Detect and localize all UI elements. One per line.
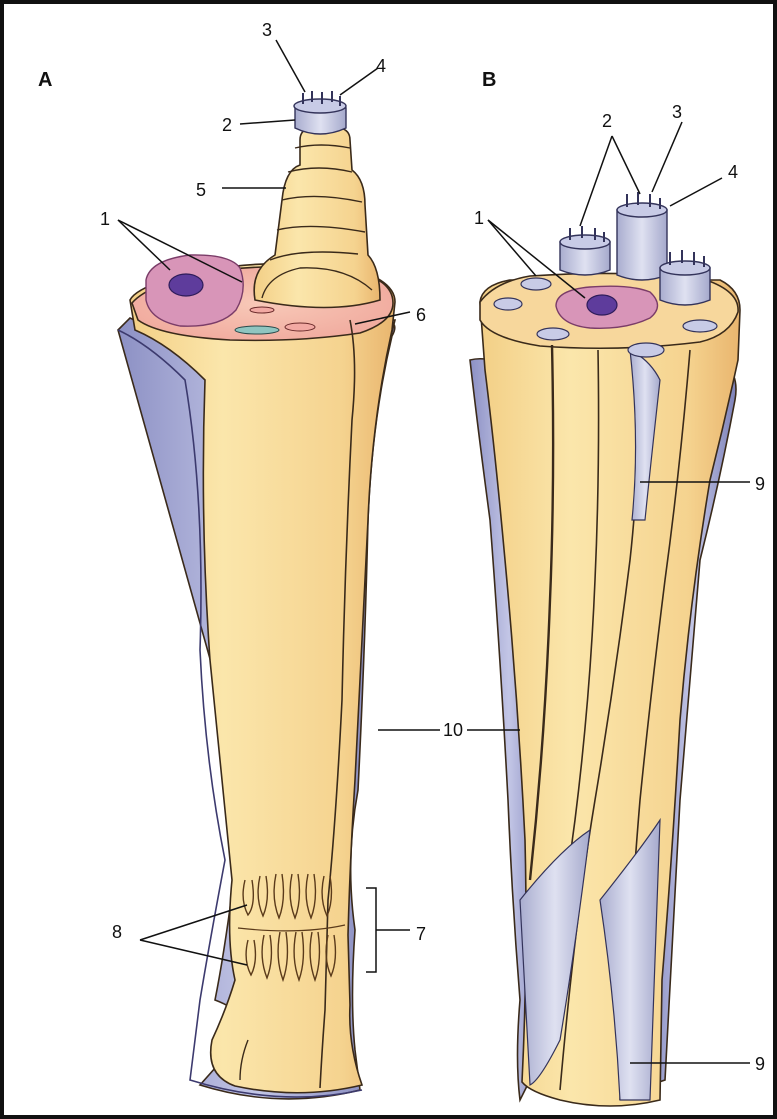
label-a-2: 2: [222, 115, 232, 135]
organelle-a-1: [235, 326, 279, 334]
nucleolus-b: [587, 295, 617, 315]
label-a-10: 10: [443, 720, 463, 740]
axon-a: [294, 91, 346, 134]
label-a-3: 3: [262, 20, 272, 40]
label-a-6: 6: [416, 305, 426, 325]
label-a-1: 1: [100, 209, 110, 229]
label-a-4: 4: [376, 56, 386, 76]
panel-label-a: A: [38, 69, 52, 91]
myelin-spiral: [254, 128, 380, 308]
label-b-3: 3: [672, 102, 682, 122]
label-b-1: 1: [474, 208, 484, 228]
label-b-4: 4: [728, 162, 738, 182]
panel-label-b: B: [482, 69, 496, 91]
label-a-5: 5: [196, 180, 206, 200]
label-b-9-lower: 9: [755, 1054, 765, 1074]
label-a-8: 8: [112, 922, 122, 942]
organelle-a-2: [285, 323, 315, 331]
label-a-7: 7: [416, 924, 426, 944]
nucleolus-a: [169, 274, 203, 296]
organelle-a-3: [250, 307, 274, 313]
label-b-9-upper: 9: [755, 474, 765, 494]
label-b-2: 2: [602, 111, 612, 131]
